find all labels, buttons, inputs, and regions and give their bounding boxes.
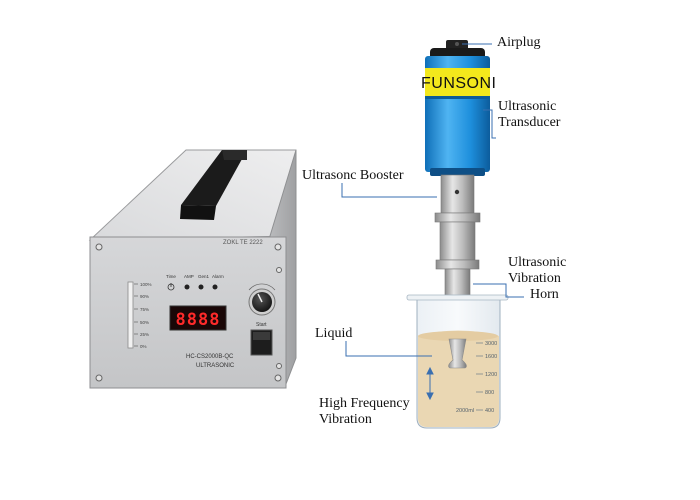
screw-icon	[274, 374, 282, 382]
transducer-flange	[430, 168, 485, 176]
type-label: ULTRASONIC	[196, 363, 235, 369]
leader-liquid	[345, 341, 432, 357]
airplug-pin-icon	[455, 42, 459, 46]
brand-label-band	[425, 68, 490, 96]
leader-transducer	[483, 109, 496, 139]
beaker-graduations	[476, 342, 483, 411]
display-readout: 8888	[176, 310, 221, 330]
label-horn-line3: Horn	[530, 287, 559, 302]
vibration-arrow-icon	[426, 366, 434, 401]
screw-icon	[95, 374, 103, 382]
beaker-scale-label: 400	[485, 408, 494, 414]
transducer-brand: FUNSONI	[421, 75, 497, 92]
liquid	[418, 330, 499, 427]
meter-scale-label: 0%	[140, 344, 147, 349]
ultrasonic-transducer-assembly: FUNSONI	[421, 40, 497, 340]
screw-icon	[276, 363, 282, 369]
leader-lines	[341, 43, 524, 357]
label-booster: Ultrasonc Booster	[302, 168, 404, 183]
leader-booster	[341, 183, 437, 198]
beaker-volume: 2000ml	[456, 408, 474, 414]
meter-scale-label: 75%	[140, 307, 149, 312]
label-transducer-line2: Transducer	[498, 115, 561, 130]
start-button-label: Start	[256, 322, 267, 328]
status-led-icon	[198, 284, 204, 290]
screw-icon	[276, 267, 282, 273]
label-horn-line1: Ultrasonic	[508, 255, 567, 270]
status-led-icon	[212, 284, 218, 290]
label-airplug: Airplug	[497, 35, 541, 50]
horn-tip	[448, 338, 467, 369]
power-meter-scale: 100% 90% 75% 50% 25% 0%	[140, 282, 152, 349]
meter-scale-label: 25%	[140, 332, 149, 337]
leader-horn	[473, 283, 524, 298]
screw-icon	[95, 243, 103, 251]
booster-flange	[434, 212, 481, 223]
beaker-scale-label: 3000	[485, 341, 497, 347]
model-label: HC-CS2000B-QC	[186, 354, 234, 360]
digital-display	[169, 305, 227, 331]
carry-handle	[180, 150, 247, 220]
power-meter-bar	[127, 281, 134, 349]
status-label: AMP	[184, 274, 194, 279]
knob-arc-icon	[248, 283, 276, 291]
ultrasonic-generator: ZOKL TE 2222 100% 90% 75% 50% 25% 0% Tim…	[88, 149, 297, 389]
brand-badge: ZOKL TE 2222	[223, 240, 263, 246]
amplitude-knob[interactable]	[248, 288, 276, 316]
meter-scale-label: 50%	[140, 320, 149, 325]
meter-scale-label: 90%	[140, 294, 149, 299]
beaker-scale-label: 1200	[485, 372, 497, 378]
power-meter-ticks	[134, 283, 138, 347]
beaker-scale-label: 800	[485, 390, 494, 396]
status-label: Gen1	[198, 274, 210, 279]
status-led-icon	[184, 284, 190, 290]
screw-icon	[274, 243, 282, 251]
status-label: Alarm	[212, 274, 224, 279]
beaker-scale-label: 1600	[485, 354, 497, 360]
meter-scale-label: 100%	[140, 282, 152, 287]
status-label: Time	[166, 274, 176, 279]
label-vibration-line2: Vibration	[319, 412, 372, 427]
booster-hole-icon	[454, 189, 460, 195]
label-transducer-line1: Ultrasonic	[498, 99, 557, 114]
label-vibration-line1: High Frequency	[319, 396, 410, 411]
beaker: 3000 1600 1200 800 400 2000ml	[406, 294, 509, 429]
label-horn-line2: Vibration	[508, 271, 561, 286]
label-liquid: Liquid	[315, 326, 353, 341]
